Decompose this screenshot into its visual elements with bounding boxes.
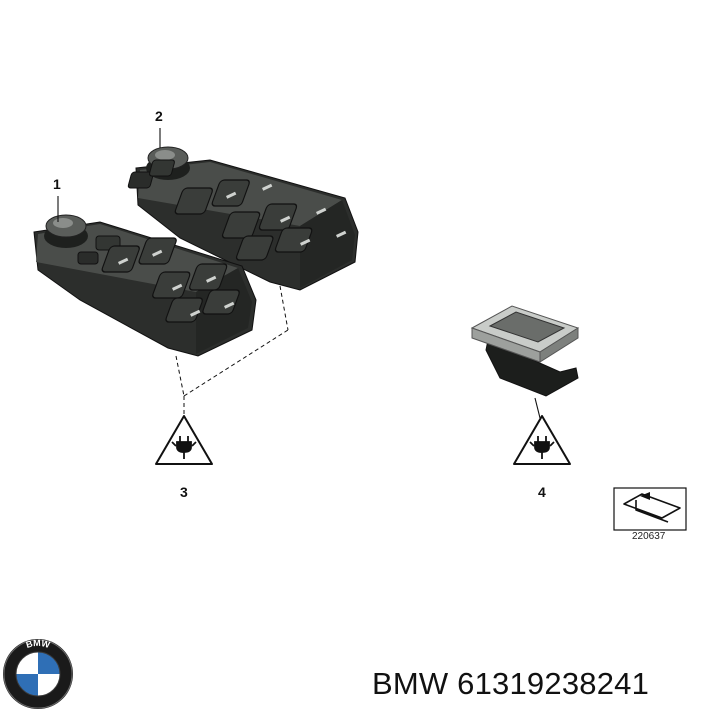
bmw-logo: BMW [3,638,73,709]
switch-block-1 [33,214,257,357]
callout-1: 1 [53,176,61,192]
dashed-leader-lines [175,285,289,414]
esd-warning-triangle-4 [513,415,571,465]
leader-lines [57,128,541,419]
callout-3: 3 [180,484,188,500]
single-switch-button [488,311,566,343]
bmw-logo-letters: BMW [25,638,52,650]
single-switch-body [485,339,579,397]
part-number-caption: BMW 61319238241 [372,666,650,701]
switch-block-2-small-toggle [127,171,154,189]
switch-block-2-side [300,200,355,288]
reference-symbol-box [613,487,687,531]
switch-block-2-window-buttons [174,179,313,261]
reference-number: 220637 [632,531,666,542]
single-window-switch [470,305,580,397]
reference-arrow-icon [623,493,681,523]
callout-4: 4 [538,484,546,500]
callout-2: 2 [155,108,163,124]
switch-block-1-window-buttons [101,237,240,323]
esd-plug-icon-4 [529,436,555,459]
esd-warning-triangle-3 [155,415,213,465]
esd-plug-icon-3 [171,436,197,459]
switch-block-2 [127,146,359,291]
